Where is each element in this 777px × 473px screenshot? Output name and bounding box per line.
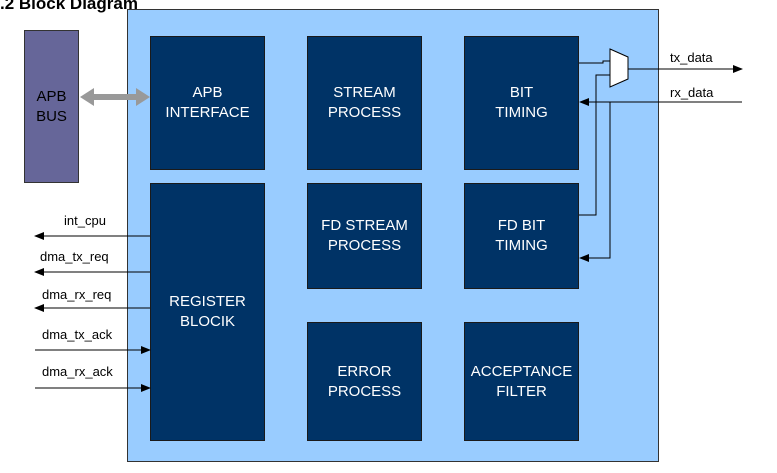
fd-bit-timing-block: FD BIT TIMING (464, 183, 579, 289)
int-cpu-label: int_cpu (64, 213, 106, 228)
tx-mux (609, 48, 629, 88)
acceptance-filter-block: ACCEPTANCE FILTER (464, 322, 579, 441)
apb-bus-block: APB BUS (24, 30, 79, 183)
dma-rx-ack-label: dma_rx_ack (42, 364, 113, 379)
dma-rx-req-label: dma_rx_req (42, 287, 112, 302)
bit-timing-to-mux-wire (579, 60, 610, 64)
rx-data-label: rx_data (670, 85, 714, 100)
tx-data-label: tx_data (670, 50, 713, 65)
bit-timing-block: BIT TIMING (464, 36, 579, 170)
apb-bus-arrow (80, 88, 150, 106)
register-block: REGISTER BLOCIK (150, 183, 265, 441)
fd-stream-process-block: FD STREAM PROCESS (307, 183, 422, 289)
rx-data-fd-branch-wire (579, 102, 611, 262)
dma-tx-ack-label: dma_tx_ack (42, 327, 113, 342)
stream-process-block: STREAM PROCESS (307, 36, 422, 170)
error-process-block: ERROR PROCESS (307, 322, 422, 441)
apb-interface-block: APB INTERFACE (150, 36, 265, 170)
dma-tx-req-label: dma_tx_req (40, 249, 109, 264)
fd-bit-timing-to-mux-wire (579, 74, 610, 216)
diagram-heading: .2 Block Diagram (0, 0, 138, 13)
